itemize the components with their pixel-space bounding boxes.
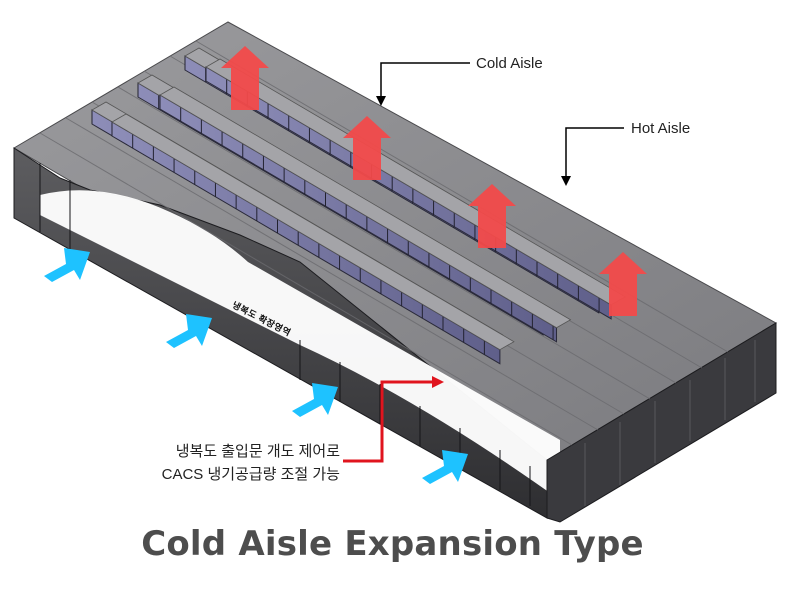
hot-air-arrow [468, 184, 516, 248]
rack-row-top [159, 86, 572, 329]
control-note-line-1: 냉복도 출입문 개도 제어로 [175, 443, 340, 460]
hot-air-arrow [599, 252, 647, 316]
cold-aisle-label: Cold Aisle [476, 55, 543, 72]
hot-air-arrows [221, 46, 647, 316]
hot-aisle-label: Hot Aisle [631, 120, 691, 137]
cold-air-arrow [44, 248, 90, 282]
control-pointer [343, 376, 444, 463]
cold-air-arrows [44, 248, 468, 484]
cold-air-arrow [422, 450, 468, 484]
hot-aisle-pointer [561, 127, 624, 186]
cold-aisle-expansion-area [40, 190, 560, 500]
diagram-title: Cold Aisle Expansion Type [141, 524, 644, 564]
hot-air-arrow [343, 116, 391, 180]
hot-air-arrow [221, 46, 269, 110]
cold-aisle-pointer [376, 62, 470, 106]
cold-air-arrow [166, 314, 212, 348]
right-wall [546, 322, 777, 523]
control-note: 냉복도 출입문 개도 제어로 CACS 냉기공급량 조절 가능 [96, 440, 340, 486]
control-note-line-2: CACS 냉기공급량 조절 가능 [161, 466, 340, 483]
rack-rows [91, 47, 626, 365]
right-wall-panels [584, 340, 756, 506]
cold-air-arrow [292, 383, 338, 417]
rack-row-top [111, 113, 515, 351]
